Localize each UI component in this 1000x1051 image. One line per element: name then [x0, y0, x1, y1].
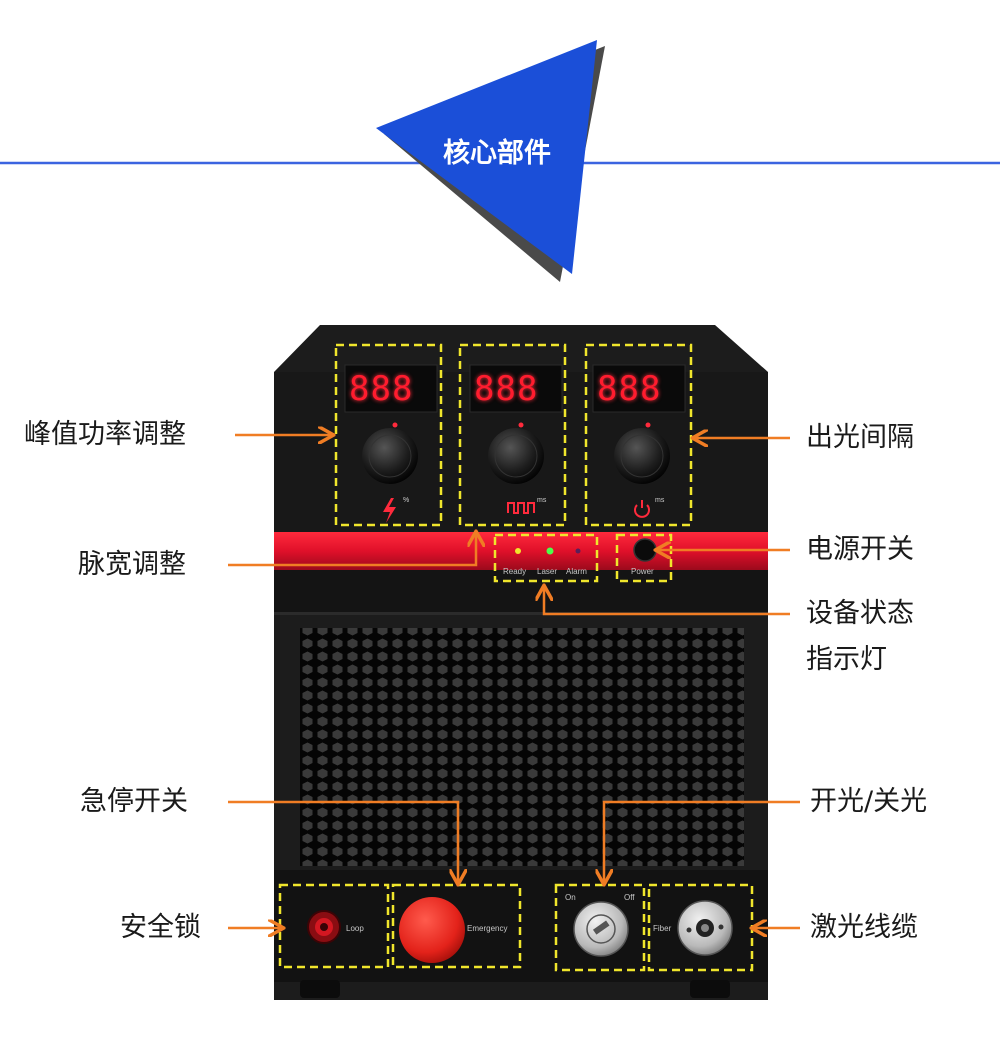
laser-off-label: Off — [624, 893, 635, 902]
interval-display-value: 888 — [597, 369, 662, 409]
label-light-interval: 出光间隔 — [806, 422, 914, 453]
arrow-status — [544, 587, 790, 616]
display-peak-power — [344, 364, 438, 413]
foot-right — [690, 980, 730, 998]
arrow-estop — [228, 800, 458, 883]
label-power-switch: 电源开关 — [806, 534, 914, 565]
fiber-cable-connector[interactable] — [677, 900, 733, 956]
key-switch[interactable] — [573, 901, 629, 957]
emergency-label: Emergency — [467, 924, 508, 933]
header-title: 核心部件 — [443, 137, 551, 169]
label-laser-on-off: 开光/关光 — [810, 786, 928, 817]
alarm-led — [575, 548, 581, 554]
peak-power-display-value: 888 — [349, 369, 414, 409]
vent-grille — [300, 628, 744, 866]
display-pulse-width — [469, 364, 563, 413]
power-button[interactable] — [633, 538, 657, 562]
safety-lock-socket[interactable] — [307, 910, 341, 944]
arrow-pulse-width — [228, 533, 476, 567]
knob-interval[interactable] — [614, 422, 670, 485]
pulse-wave-icon — [507, 502, 535, 514]
pulse-width-unit: ms — [537, 497, 547, 504]
laser-led — [546, 547, 554, 555]
power-label: Power — [631, 567, 654, 576]
label-status-line2: 指示灯 — [806, 644, 887, 675]
label-status-line1: 设备状态 — [806, 598, 914, 629]
peak-power-unit: % — [403, 497, 410, 504]
mid-band — [274, 570, 768, 615]
label-laser-cable: 激光线缆 — [810, 912, 918, 943]
ready-led — [515, 548, 521, 554]
knob-pulse-width[interactable] — [488, 422, 544, 485]
alarm-label: Alarm — [566, 567, 587, 576]
knob-peak-power[interactable] — [362, 422, 418, 485]
interval-unit: ms — [655, 497, 665, 504]
callout-arrows — [228, 435, 800, 928]
header-triangle — [376, 40, 597, 274]
pulse-width-display-value: 888 — [474, 369, 539, 409]
display-interval — [592, 364, 686, 413]
foot-left — [300, 980, 340, 998]
emergency-stop-button[interactable] — [399, 897, 465, 963]
power-symbol-icon — [634, 500, 650, 518]
label-pulse-width-adjust: 脉宽调整 — [78, 549, 186, 580]
label-emergency-stop: 急停开关 — [80, 786, 188, 817]
arrow-key — [604, 800, 800, 883]
fiber-label: Fiber — [653, 924, 672, 933]
label-safety-lock: 安全锁 — [120, 912, 201, 943]
lightning-icon — [383, 498, 396, 523]
ready-label: Ready — [503, 567, 527, 576]
seam — [274, 612, 768, 615]
loop-label: Loop — [346, 924, 364, 933]
laser-label: Laser — [537, 567, 558, 576]
laser-on-label: On — [565, 893, 576, 902]
label-peak-power-adjust: 峰值功率调整 — [24, 419, 186, 450]
